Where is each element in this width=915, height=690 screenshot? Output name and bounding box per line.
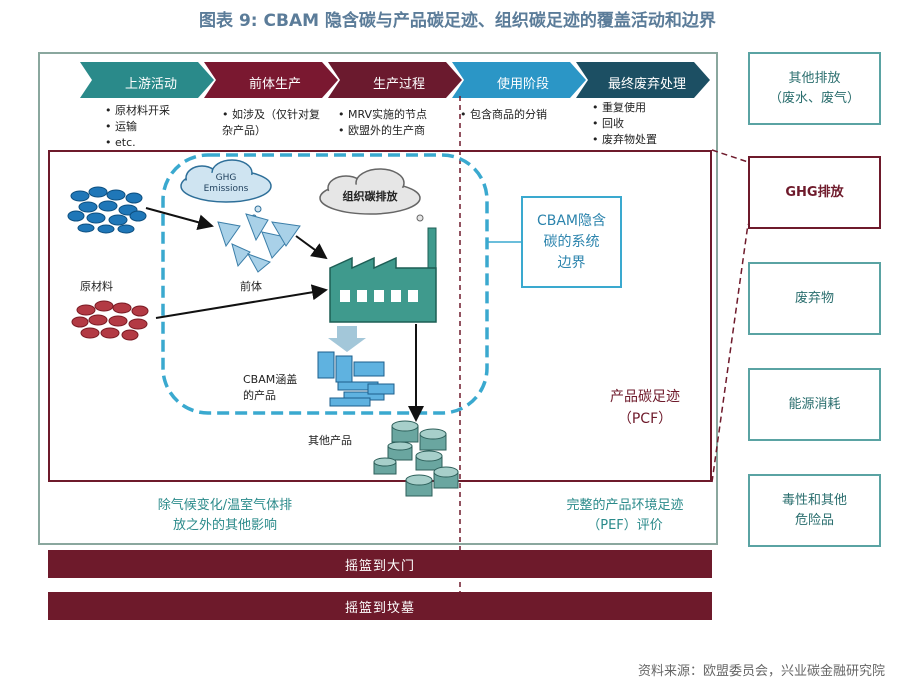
- precursor-label: 前体: [240, 280, 262, 293]
- bullet-item: 原材料开采: [105, 103, 215, 119]
- org-cloud-label: 组织碳排放: [342, 190, 398, 203]
- bullet-item: MRV实施的节点: [338, 107, 453, 123]
- bullets-upstream: 原材料开采 运输 etc.: [105, 103, 215, 151]
- factory-icon: [329, 227, 437, 323]
- cbam-product-label: CBAM涵盖 的产品: [243, 373, 298, 402]
- cbam-product-icon: [317, 351, 395, 407]
- pcf-boundary: [48, 150, 712, 482]
- stage-chevron-end: [576, 62, 710, 98]
- bullet-item: 重复使用: [592, 100, 707, 116]
- stage-label-use: 使用阶段: [496, 77, 549, 92]
- stage-label-end: 最终废弃处理: [607, 77, 686, 92]
- bullets-precursor: 如涉及（仅针对复杂产品）: [222, 107, 327, 139]
- stage-chevrons: [80, 62, 710, 98]
- precursor-crystals-icon: [217, 213, 301, 273]
- side-box-energy: 能源消耗: [748, 368, 881, 441]
- stage-chevron-use: [452, 62, 586, 98]
- outer-boundary: [38, 52, 718, 545]
- org-emission-cloud-icon: [319, 168, 424, 222]
- down-arrow-icon: [328, 326, 366, 352]
- bullet-item: 废弃物处置: [592, 132, 707, 148]
- cradle-to-grave-bar: 摇篮到坟墓: [48, 592, 712, 620]
- bullet-item: 包含商品的分销: [460, 107, 575, 123]
- stage-chevron-upstream: [80, 62, 214, 98]
- raw-material-blue-icon: [67, 186, 147, 234]
- raw-material-red-icon: [71, 300, 149, 341]
- stage-chevron-production: [328, 62, 462, 98]
- stage-label-upstream: 上游活动: [124, 77, 177, 92]
- bullets-production: MRV实施的节点 欧盟外的生产商: [338, 107, 453, 139]
- stage-label-production: 生产过程: [372, 77, 425, 92]
- cbam-boundary-label: CBAM隐含 碳的系统 边界: [521, 196, 622, 288]
- pcf-label: 产品碳足迹 （PCF）: [610, 389, 680, 427]
- side-box-other-emissions: 其他排放 （废水、废气）: [748, 52, 881, 125]
- stage-label-precursor: 前体生产: [248, 77, 301, 92]
- ghg-cloud-label: GHG Emissions: [203, 173, 249, 194]
- other-impacts-note: 除气候变化/温室气体排 放之外的其他影响: [157, 498, 293, 533]
- bullet-item: etc.: [105, 135, 215, 151]
- bullets-use: 包含商品的分销: [460, 107, 575, 123]
- bullet-item: 回收: [592, 116, 707, 132]
- cradle-to-gate-bar: 摇篮到大门: [48, 550, 712, 578]
- pef-note: 完整的产品环境足迹 （PEF）评价: [566, 498, 684, 533]
- raw-material-label: 原材料: [80, 280, 113, 293]
- ghg-cloud-icon: [180, 159, 272, 220]
- bullet-item: 运输: [105, 119, 215, 135]
- side-box-toxicity: 毒性和其他 危险品: [748, 474, 881, 547]
- bullet-item: 如涉及（仅针对复杂产品）: [222, 107, 327, 139]
- other-product-icon: [373, 420, 459, 497]
- stage-chevron-precursor: [204, 62, 338, 98]
- cbam-boundary: [161, 153, 489, 415]
- bullets-end: 重复使用 回收 废弃物处置: [592, 100, 707, 148]
- other-product-label: 其他产品: [308, 434, 352, 447]
- side-box-ghg: GHG排放: [748, 156, 881, 229]
- source-note: 资料来源：欧盟委员会，兴业碳金融研究院: [637, 664, 885, 679]
- side-box-waste: 废弃物: [748, 262, 881, 335]
- figure-title: 图表 9: CBAM 隐含碳与产品碳足迹、组织碳足迹的覆盖活动和边界: [199, 11, 716, 31]
- bullet-item: 欧盟外的生产商: [338, 123, 453, 139]
